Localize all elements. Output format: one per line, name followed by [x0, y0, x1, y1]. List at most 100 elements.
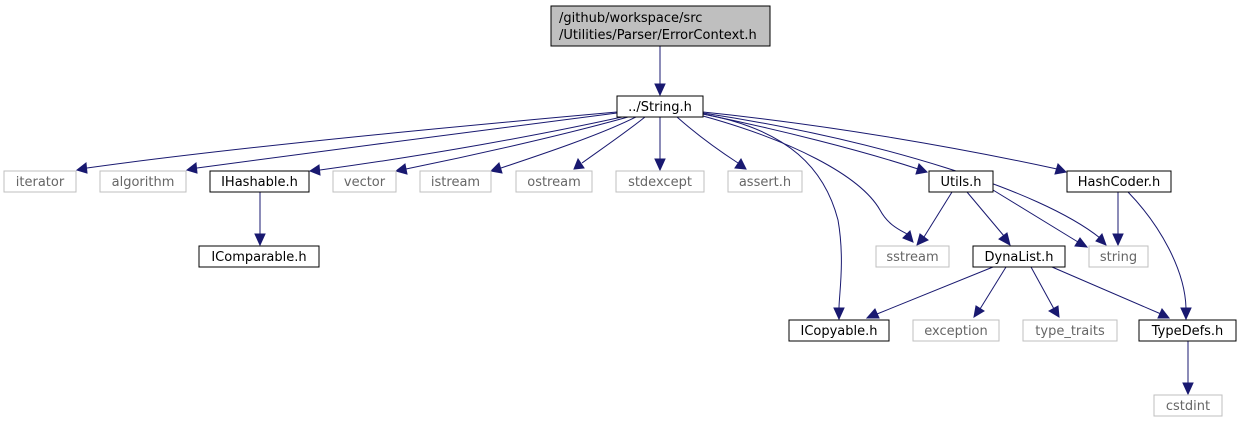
node-iterator: iterator	[3, 170, 77, 193]
node-box	[515, 170, 593, 193]
edge-line	[702, 113, 919, 170]
edge-line	[1127, 191, 1187, 309]
edge-line	[979, 266, 1007, 310]
edge-string_h-to-stdexcept	[654, 117, 666, 172]
edge-line	[702, 112, 1101, 239]
edge-string_h-to-iterator	[75, 111, 618, 174]
node-label: /Utilities/Parser/ErrorContext.h	[559, 28, 757, 43]
node-box	[1022, 319, 1118, 342]
node-box	[1088, 245, 1149, 268]
edge-utils-to-sstream	[916, 191, 953, 246]
edge-arrowhead	[1054, 163, 1068, 175]
node-box	[419, 170, 492, 193]
node-label: exception	[924, 324, 988, 339]
node-icopyable[interactable]: ICopyable.h	[788, 319, 890, 342]
edge-line	[581, 116, 646, 164]
node-string-h[interactable]: ../String.h	[616, 95, 704, 118]
node-label: Utils.h	[941, 175, 982, 190]
node-box	[972, 245, 1066, 268]
node-box	[727, 170, 803, 193]
node-label: ICopyable.h	[800, 324, 877, 339]
node-label: stdexcept	[628, 175, 692, 190]
edge-string_h-to-hashcoder	[702, 111, 1068, 175]
node-box	[875, 245, 950, 268]
edge-line	[676, 116, 739, 164]
node-algorithm: algorithm	[99, 170, 187, 193]
node-typedefs[interactable]: TypeDefs.h	[1138, 319, 1237, 342]
node-label: DynaList.h	[984, 250, 1053, 265]
node-label: iterator	[16, 175, 65, 190]
edge-hashcoder-to-typedefs	[1127, 191, 1192, 321]
edge-arrowhead	[734, 158, 747, 170]
node-cstdint: cstdint	[1153, 394, 1223, 417]
edge-arrowhead	[1157, 308, 1171, 319]
edge-line	[992, 189, 1079, 243]
node-label: vector	[344, 175, 386, 190]
edge-arrowhead	[1095, 233, 1107, 246]
node-root[interactable]: /github/workspace/src/Utilities/Parser/E…	[550, 5, 771, 47]
node-icomparable[interactable]: IComparable.h	[198, 245, 320, 268]
node-stdexcept: stdexcept	[615, 170, 705, 193]
edge-string_h-to-ihashable	[308, 116, 623, 176]
edge-arrowhead	[902, 230, 914, 243]
node-label: algorithm	[112, 175, 175, 190]
edge-utils-to-dynalist	[966, 191, 1011, 246]
edge-dynalist-to-icopyable	[865, 266, 994, 319]
node-label: /github/workspace/src	[559, 11, 702, 26]
node-label: ../String.h	[628, 100, 692, 115]
edge-dynalist-to-type_traits	[1030, 266, 1060, 318]
edge-arrowhead	[998, 232, 1011, 246]
node-vector: vector	[332, 170, 397, 193]
node-box	[99, 170, 187, 193]
edge-string_h-to-istream	[489, 116, 637, 174]
node-box	[1138, 319, 1237, 342]
edge-arrowhead	[915, 163, 929, 175]
edge-line	[923, 191, 953, 238]
node-utils[interactable]: Utils.h	[928, 170, 994, 193]
edge-string_h-to-ostream	[573, 116, 646, 170]
edge-line	[196, 112, 618, 169]
edge-line	[319, 116, 623, 171]
node-label: assert.h	[739, 175, 791, 190]
edge-string_h-to-assert	[676, 116, 747, 170]
edge-root-to-string_h	[654, 46, 666, 97]
node-sstream: sstream	[875, 245, 950, 268]
edge-arrowhead	[573, 157, 585, 170]
node-box	[912, 319, 1000, 342]
edge-arrowhead	[654, 158, 666, 172]
node-box	[928, 170, 994, 193]
edges-layer	[75, 46, 1194, 396]
edge-string_h-to-icopyable	[702, 113, 845, 321]
edge-string_h-to-utils	[702, 113, 929, 175]
edge-dynalist-to-typedefs	[1051, 266, 1171, 319]
node-box	[3, 170, 77, 193]
edge-ihashable-to-icomparable	[254, 192, 266, 247]
node-label: TypeDefs.h	[1151, 324, 1224, 339]
edge-string_h-to-algorithm	[185, 112, 618, 174]
edge-line	[702, 115, 908, 235]
node-ihashable[interactable]: IHashable.h	[209, 170, 310, 193]
edge-arrowhead	[973, 305, 985, 318]
node-hashcoder[interactable]: HashCoder.h	[1066, 170, 1172, 193]
edge-dynalist-to-exception	[973, 266, 1007, 318]
node-box	[550, 5, 771, 47]
node-box	[788, 319, 890, 342]
node-exception: exception	[912, 319, 1000, 342]
edge-utils-to-string	[992, 189, 1089, 248]
node-label: type_traits	[1035, 324, 1105, 339]
node-label: istream	[431, 175, 480, 190]
node-box	[615, 170, 705, 193]
edge-line	[966, 191, 1005, 237]
edge-line	[702, 111, 1058, 170]
node-box	[1066, 170, 1172, 193]
edge-typedefs-to-cstdint	[1182, 341, 1194, 396]
edge-arrowhead	[308, 164, 321, 176]
edge-line	[702, 113, 842, 309]
node-dynalist[interactable]: DynaList.h	[972, 245, 1066, 268]
edge-arrowhead	[1180, 307, 1192, 321]
edge-arrowhead	[489, 162, 503, 174]
node-type-traits: type_traits	[1022, 319, 1118, 342]
edge-arrowhead	[185, 162, 198, 174]
node-label: string	[1100, 250, 1137, 265]
